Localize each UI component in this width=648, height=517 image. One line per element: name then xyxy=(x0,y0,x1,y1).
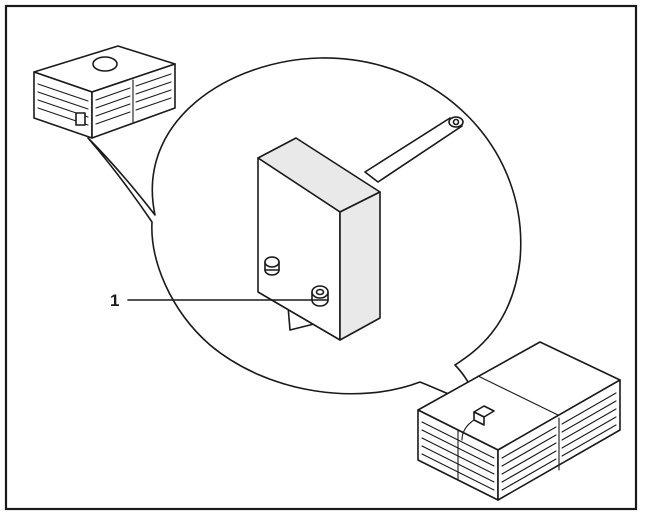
figure-frame xyxy=(4,4,638,511)
battery-pack-large xyxy=(417,341,621,501)
callout-number-1: 1 xyxy=(110,291,119,310)
sensor-terminal xyxy=(311,285,329,307)
temperature-sensor xyxy=(257,116,464,341)
detail-magnifier xyxy=(87,57,522,409)
sensor-bolt xyxy=(264,256,280,276)
battery-pack-small xyxy=(33,45,176,139)
